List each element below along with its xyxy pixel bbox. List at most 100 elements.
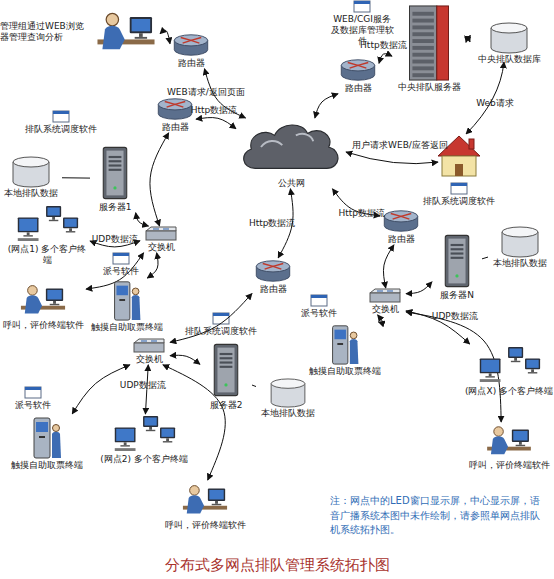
monitor-stand	[69, 228, 72, 231]
db-icon	[268, 378, 308, 408]
kiosk-body	[34, 418, 50, 458]
switch-icon	[145, 226, 177, 242]
monitor-frame	[160, 427, 175, 438]
node-text: 触摸自助取票终端	[8, 460, 86, 471]
node-text: 服务器2	[200, 400, 252, 411]
server-case	[214, 344, 237, 395]
monitor-screen	[161, 429, 173, 437]
kiosk-icon	[110, 278, 144, 322]
router-arrow	[350, 65, 358, 68]
router-arrow	[265, 266, 273, 269]
node-text: 路由器	[337, 83, 379, 94]
router-arrow	[165, 102, 175, 105]
person-icon	[181, 480, 229, 520]
monitor-frame	[46, 206, 61, 217]
person-body	[52, 432, 61, 458]
monitor-base	[50, 304, 60, 305]
monitor-frame	[525, 358, 540, 369]
router: 路由器	[380, 208, 422, 245]
window-frame	[311, 295, 327, 306]
server-bay	[220, 361, 233, 363]
monitor-frame	[18, 217, 39, 232]
monitor-base	[212, 504, 222, 505]
switch-arrows	[141, 341, 157, 342]
ticket-kiosk: 触摸自助取票终端	[306, 322, 384, 377]
switch-top	[146, 227, 176, 231]
edge-label: Http数据流	[360, 40, 407, 51]
monitor-stand	[215, 501, 218, 504]
rack-unit	[412, 73, 433, 77]
node-text: 触摸自助取票终端	[306, 366, 384, 377]
monitor-screen	[144, 418, 156, 426]
monitor-screen	[19, 219, 37, 231]
node-text: 触摸自助取票终端	[88, 322, 166, 333]
edge-label: Http数据流	[249, 217, 296, 228]
router: 路由器	[154, 96, 196, 133]
monitor-stand	[166, 438, 169, 441]
window-frame	[25, 387, 41, 398]
rack-side	[437, 6, 449, 80]
rack-unit	[412, 19, 433, 23]
database: 本地排队数据	[0, 156, 62, 199]
router-arrow	[191, 38, 201, 41]
monitor-base	[66, 231, 75, 232]
pcs-icon	[111, 414, 177, 454]
person-body	[102, 26, 124, 50]
node-text: 服务器N	[432, 290, 482, 301]
server-bay	[451, 252, 464, 254]
window-frame	[53, 111, 69, 122]
router-arrow	[401, 214, 411, 217]
monitor-frame	[46, 288, 63, 300]
router-top	[384, 211, 417, 222]
router-icon	[254, 258, 292, 284]
person-body	[491, 436, 508, 454]
monitor-frame	[480, 358, 501, 373]
node-text: 路由器	[380, 234, 422, 245]
monitor-screen	[481, 360, 499, 372]
edge-label: Http数据流	[339, 208, 386, 219]
person-head	[53, 425, 60, 432]
monitor-base	[516, 445, 526, 446]
monitor-stand	[531, 369, 534, 372]
monitor-screen	[526, 360, 538, 368]
kiosk-screen	[334, 330, 345, 340]
rack-body	[410, 6, 437, 80]
person-icon	[19, 280, 67, 320]
switch: 交换机	[128, 338, 170, 365]
edge-label: Http数据流	[191, 105, 238, 116]
kiosk-slot	[337, 343, 343, 345]
node-text: 本地排队数据	[488, 258, 552, 269]
connector	[147, 253, 158, 278]
server-bay	[451, 257, 464, 259]
server-bay	[109, 169, 122, 171]
node-text: 路由器	[154, 122, 196, 133]
router-top	[341, 60, 374, 71]
person-head	[494, 427, 504, 437]
kiosk-screen	[36, 422, 48, 432]
client-terminals: (网点X) 多个客户终端	[464, 344, 554, 397]
database: 中央排队数据库	[470, 22, 548, 65]
router-arrow	[358, 63, 368, 66]
window-titlebar	[113, 253, 129, 256]
public-network-cloud: 公共网	[236, 118, 346, 189]
cloud-highlight	[261, 134, 313, 147]
keyboard	[480, 379, 501, 382]
router-icon	[172, 32, 210, 58]
window-titlebar	[354, 1, 370, 4]
connector	[252, 385, 256, 386]
router-icon	[156, 96, 194, 122]
pcs-icon	[14, 204, 80, 244]
db-top	[13, 157, 49, 167]
software-window-icon	[354, 1, 370, 12]
rack-unit	[412, 32, 433, 36]
database: 本地排队数据	[488, 226, 552, 269]
router-arrow	[175, 102, 185, 105]
db-icon	[489, 22, 529, 54]
client-terminals: (网点1) 多个客户终端	[4, 204, 90, 266]
connector	[170, 355, 200, 364]
node-text: 呼叫，评价终端软件	[464, 460, 554, 471]
server-bay	[220, 366, 233, 368]
router-icon	[382, 208, 420, 234]
connector	[466, 38, 470, 42]
